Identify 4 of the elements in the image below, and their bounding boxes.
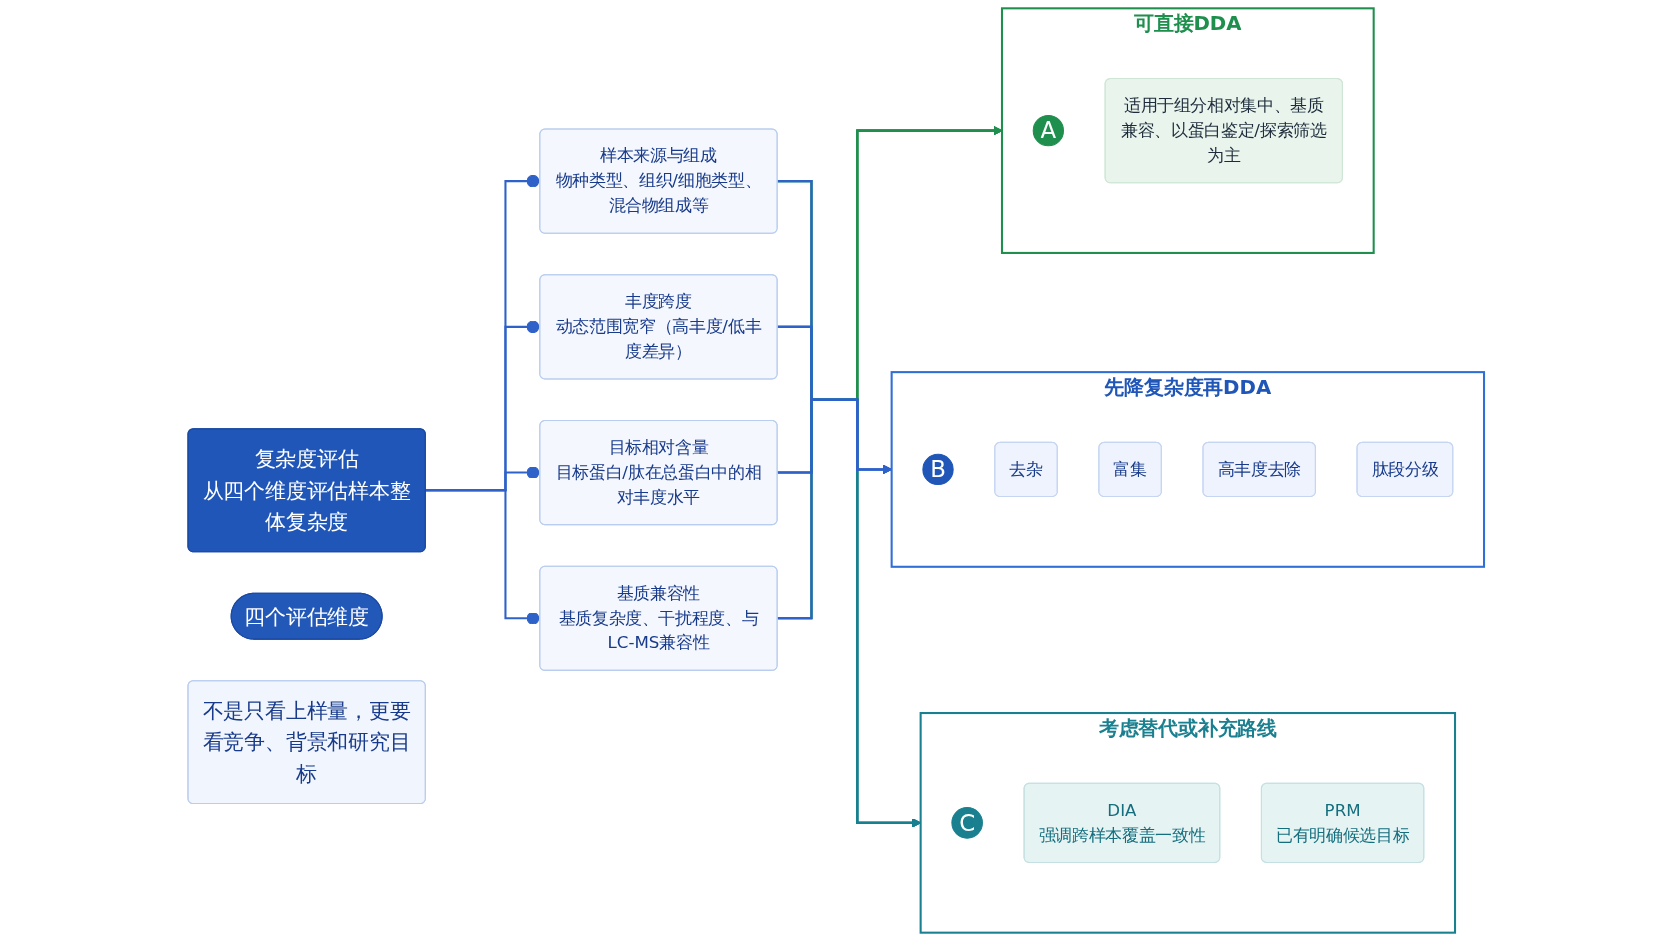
node-circle: C: [951, 807, 983, 839]
node-circle: B: [922, 453, 954, 486]
node-circle: A: [1032, 115, 1064, 147]
connector: [425, 489, 540, 625]
